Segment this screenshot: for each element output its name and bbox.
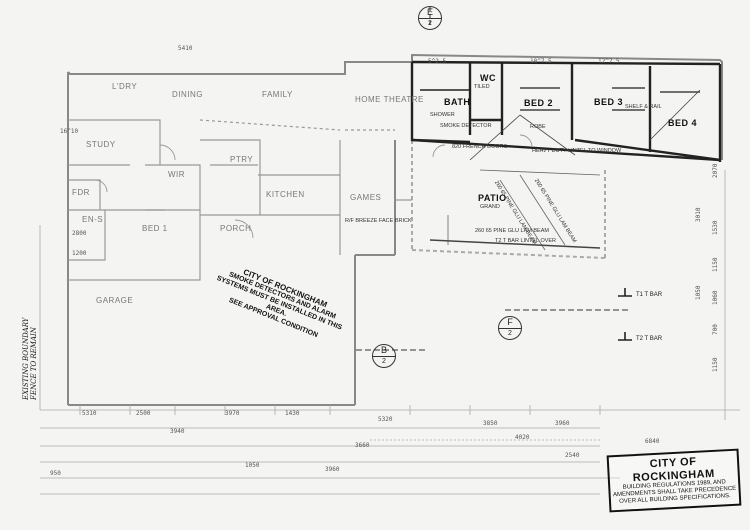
room-label-bed3: BED 3 <box>594 97 624 107</box>
dim-bottom-10: 1050 <box>245 462 260 469</box>
dim-right-1: 2070 <box>712 163 719 178</box>
note-face-brick: R/F BREEZE FACE BRICK <box>345 218 412 224</box>
dim-bottom-3: 3970 <box>225 410 240 417</box>
door-swings <box>94 134 533 239</box>
room-label-wir: WIR <box>168 170 186 179</box>
dim-top-4: 5^2.5 <box>428 58 447 65</box>
dim-top-3: 12^7.5 <box>598 58 620 65</box>
dim-bottom-8: 4020 <box>515 434 530 441</box>
room-label-games: GAMES <box>350 193 382 202</box>
dim-bottom-2: 2500 <box>136 410 151 417</box>
note-shower: SHOWER <box>430 112 455 118</box>
dim-right-4: 3010 <box>695 207 702 222</box>
room-label-kitchen: KITCHEN <box>266 190 305 199</box>
room-label-ldry: L'DRY <box>112 82 138 91</box>
dim-right-5: 1060 <box>712 290 719 305</box>
dim-left-3: 1200 <box>72 250 87 257</box>
room-label-family: FAMILY <box>262 90 293 99</box>
dim-bottom-11: 3960 <box>325 466 340 473</box>
note-shelf-rail: SHELF & RAIL <box>625 104 662 110</box>
dim-right-2: 1530 <box>712 220 719 235</box>
patio-beams <box>429 89 701 251</box>
room-label-porch: PORCH <box>220 224 252 233</box>
dim-bottom-13: 950 <box>50 470 61 477</box>
dim-bottom-6: 3960 <box>555 420 570 427</box>
dim-bottom-1: 5310 <box>82 410 97 417</box>
room-label-patio: PATIO <box>478 193 507 203</box>
note-t-bar-lintel: T2 T BAR LINTEL OVER <box>495 238 557 244</box>
note-glulam-beam-bottom: 260 65 PINE GLU LAM BEAM <box>475 228 549 234</box>
dim-right-3: 1150 <box>712 257 719 272</box>
dim-top-1: 5410 <box>178 45 193 52</box>
dimension-lines <box>39 170 740 495</box>
dim-bottom-4: 1430 <box>285 410 300 417</box>
t1-bar-label: T1 T BAR <box>636 292 663 298</box>
room-label-dining: DINING <box>172 90 203 99</box>
dim-bottom-9: 5320 <box>378 416 393 423</box>
room-label-bed1: BED 1 <box>142 224 168 233</box>
dim-left-2: 2800 <box>72 230 87 237</box>
room-label-bed4: BED 4 <box>668 118 698 128</box>
note-heavy-lintel: HEAVY DUTY LINTEL TO WINDOW <box>532 148 622 154</box>
dim-right-7: 1050 <box>695 285 702 300</box>
council-building-regulations-stamp: CITY OF ROCKINGHAM BUILDING REGULATIONS … <box>606 448 742 513</box>
room-label-wc: WC <box>480 73 496 83</box>
room-label-ens: EN-S <box>82 215 104 224</box>
handwritten-fence-note: EXISTING BOUNDARY FENCE TO REMAIN <box>22 317 39 400</box>
dim-bottom-15: 3940 <box>170 428 185 435</box>
room-label-study: STUDY <box>86 140 116 149</box>
note-smoke-detector: SMOKE DETECTOR <box>440 123 492 129</box>
room-label-bed2: BED 2 <box>524 98 554 108</box>
dim-right-6: 700 <box>712 324 719 335</box>
dim-bottom-5: 3850 <box>483 420 498 427</box>
bedroom-wing-walls <box>410 60 722 162</box>
room-label-garage: GARAGE <box>96 296 134 305</box>
note-tiled: TILED <box>474 84 490 90</box>
note-robe: ROBE <box>530 124 546 130</box>
dim-bottom-7: 3660 <box>355 442 370 449</box>
room-label-ptry: PTRY <box>230 155 254 164</box>
room-label-fdr: FDR <box>72 188 90 197</box>
dim-top-2: 18^7.5 <box>530 58 552 65</box>
dim-bottom-12: 6840 <box>645 438 660 445</box>
room-label-bath: BATH <box>444 97 471 107</box>
note-french-doors: 820 FRENCH DOORS <box>452 144 508 150</box>
internal-walls <box>68 119 412 281</box>
t2-bar-label: T2 T BAR <box>636 336 663 342</box>
dim-left-1: 16^10 <box>60 128 79 135</box>
dimension-ticks <box>79 405 601 415</box>
t-bar-symbols <box>618 288 632 341</box>
room-label-home-theatre: HOME THEATRE <box>355 95 424 104</box>
patio-grand-note: GRAND <box>480 204 500 210</box>
dim-bottom-14: 2540 <box>565 452 580 459</box>
dim-right-8: 1150 <box>712 357 719 372</box>
